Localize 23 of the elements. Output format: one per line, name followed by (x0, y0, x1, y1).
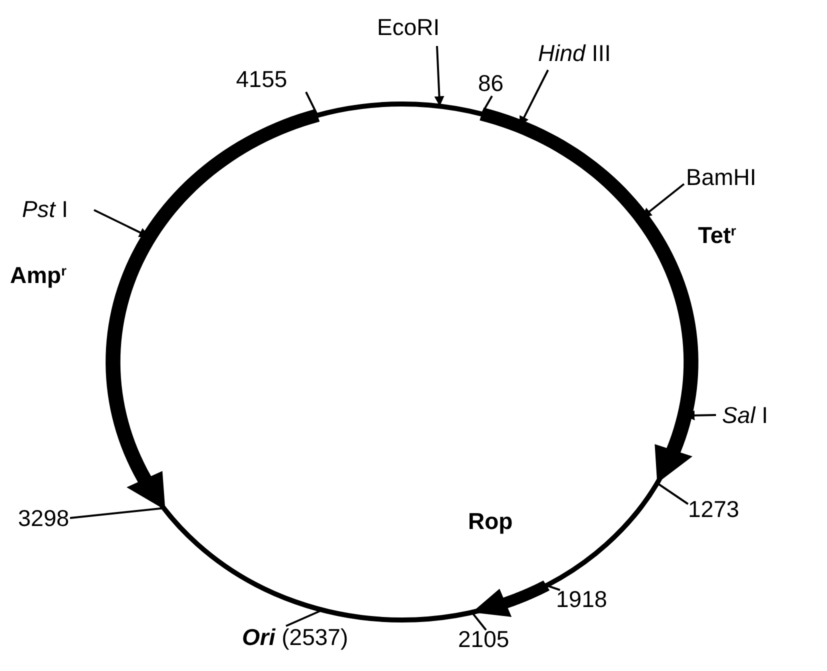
position-label: Ori (2537) (242, 624, 348, 650)
position-label: 1273 (688, 496, 740, 522)
gene-label: Amp$^{r}$ (10, 262, 66, 288)
restriction-site-label: Sal I (722, 402, 768, 428)
arrow (434, 46, 444, 106)
restriction-site-label: EcoRI (377, 14, 440, 40)
gene-label: Tet$^{r}$ (698, 222, 736, 248)
leader-line (480, 96, 493, 114)
restriction-site-label: Pst I (22, 196, 68, 222)
position-label: 86 (478, 70, 504, 96)
restriction-site-label: Hind III (538, 40, 611, 66)
position-label: 1918 (556, 586, 608, 612)
leader-line (656, 482, 689, 505)
position-label: 2105 (458, 626, 510, 652)
leader-line (70, 507, 164, 519)
leader-line (305, 92, 318, 116)
position-label: 4155 (236, 66, 288, 92)
leader-line (546, 584, 560, 591)
position-label: 3298 (18, 505, 70, 531)
gene-label: Rop (468, 508, 513, 534)
leader-line (286, 609, 323, 627)
restriction-site-label: BamHI (686, 164, 756, 190)
leader-line (471, 612, 487, 631)
